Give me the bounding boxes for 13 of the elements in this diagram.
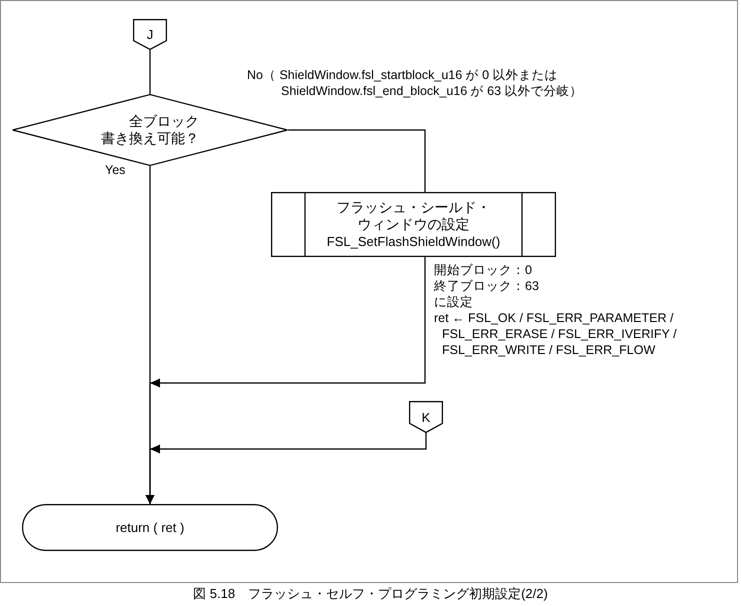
terminal-shape: return ( ret ) — [22, 504, 278, 551]
predefined-process-box: フラッシュ・シールド・ウィンドウの設定 FSL_SetFlashShieldWindow() — [271, 192, 556, 257]
annotation-text: 終了ブロック：63 — [434, 278, 540, 294]
connector-line — [288, 129, 426, 192]
connector-symbol: K — [409, 401, 443, 433]
annotation-text: 開始ブロック：0 — [434, 262, 533, 278]
arrow — [146, 433, 427, 504]
annotation-text: ret ← FSL_OK / FSL_ERR_PARAMETER / FSL_ERR_ERASE / FSL_ERR_IVERIFY / FSL_ERR_WRITE / FSL_ERR_FLOW — [434, 310, 678, 358]
figure-caption: 図 5.18 フラッシュ・セルフ・プログラミング初期設定(2/2) — [192, 586, 549, 602]
decision-diamond: 全ブロック書き換え可能？ — [12, 94, 288, 166]
annotation-text: に設定 — [434, 294, 474, 310]
connector-symbol: J — [133, 19, 167, 50]
connector-line — [149, 50, 151, 94]
